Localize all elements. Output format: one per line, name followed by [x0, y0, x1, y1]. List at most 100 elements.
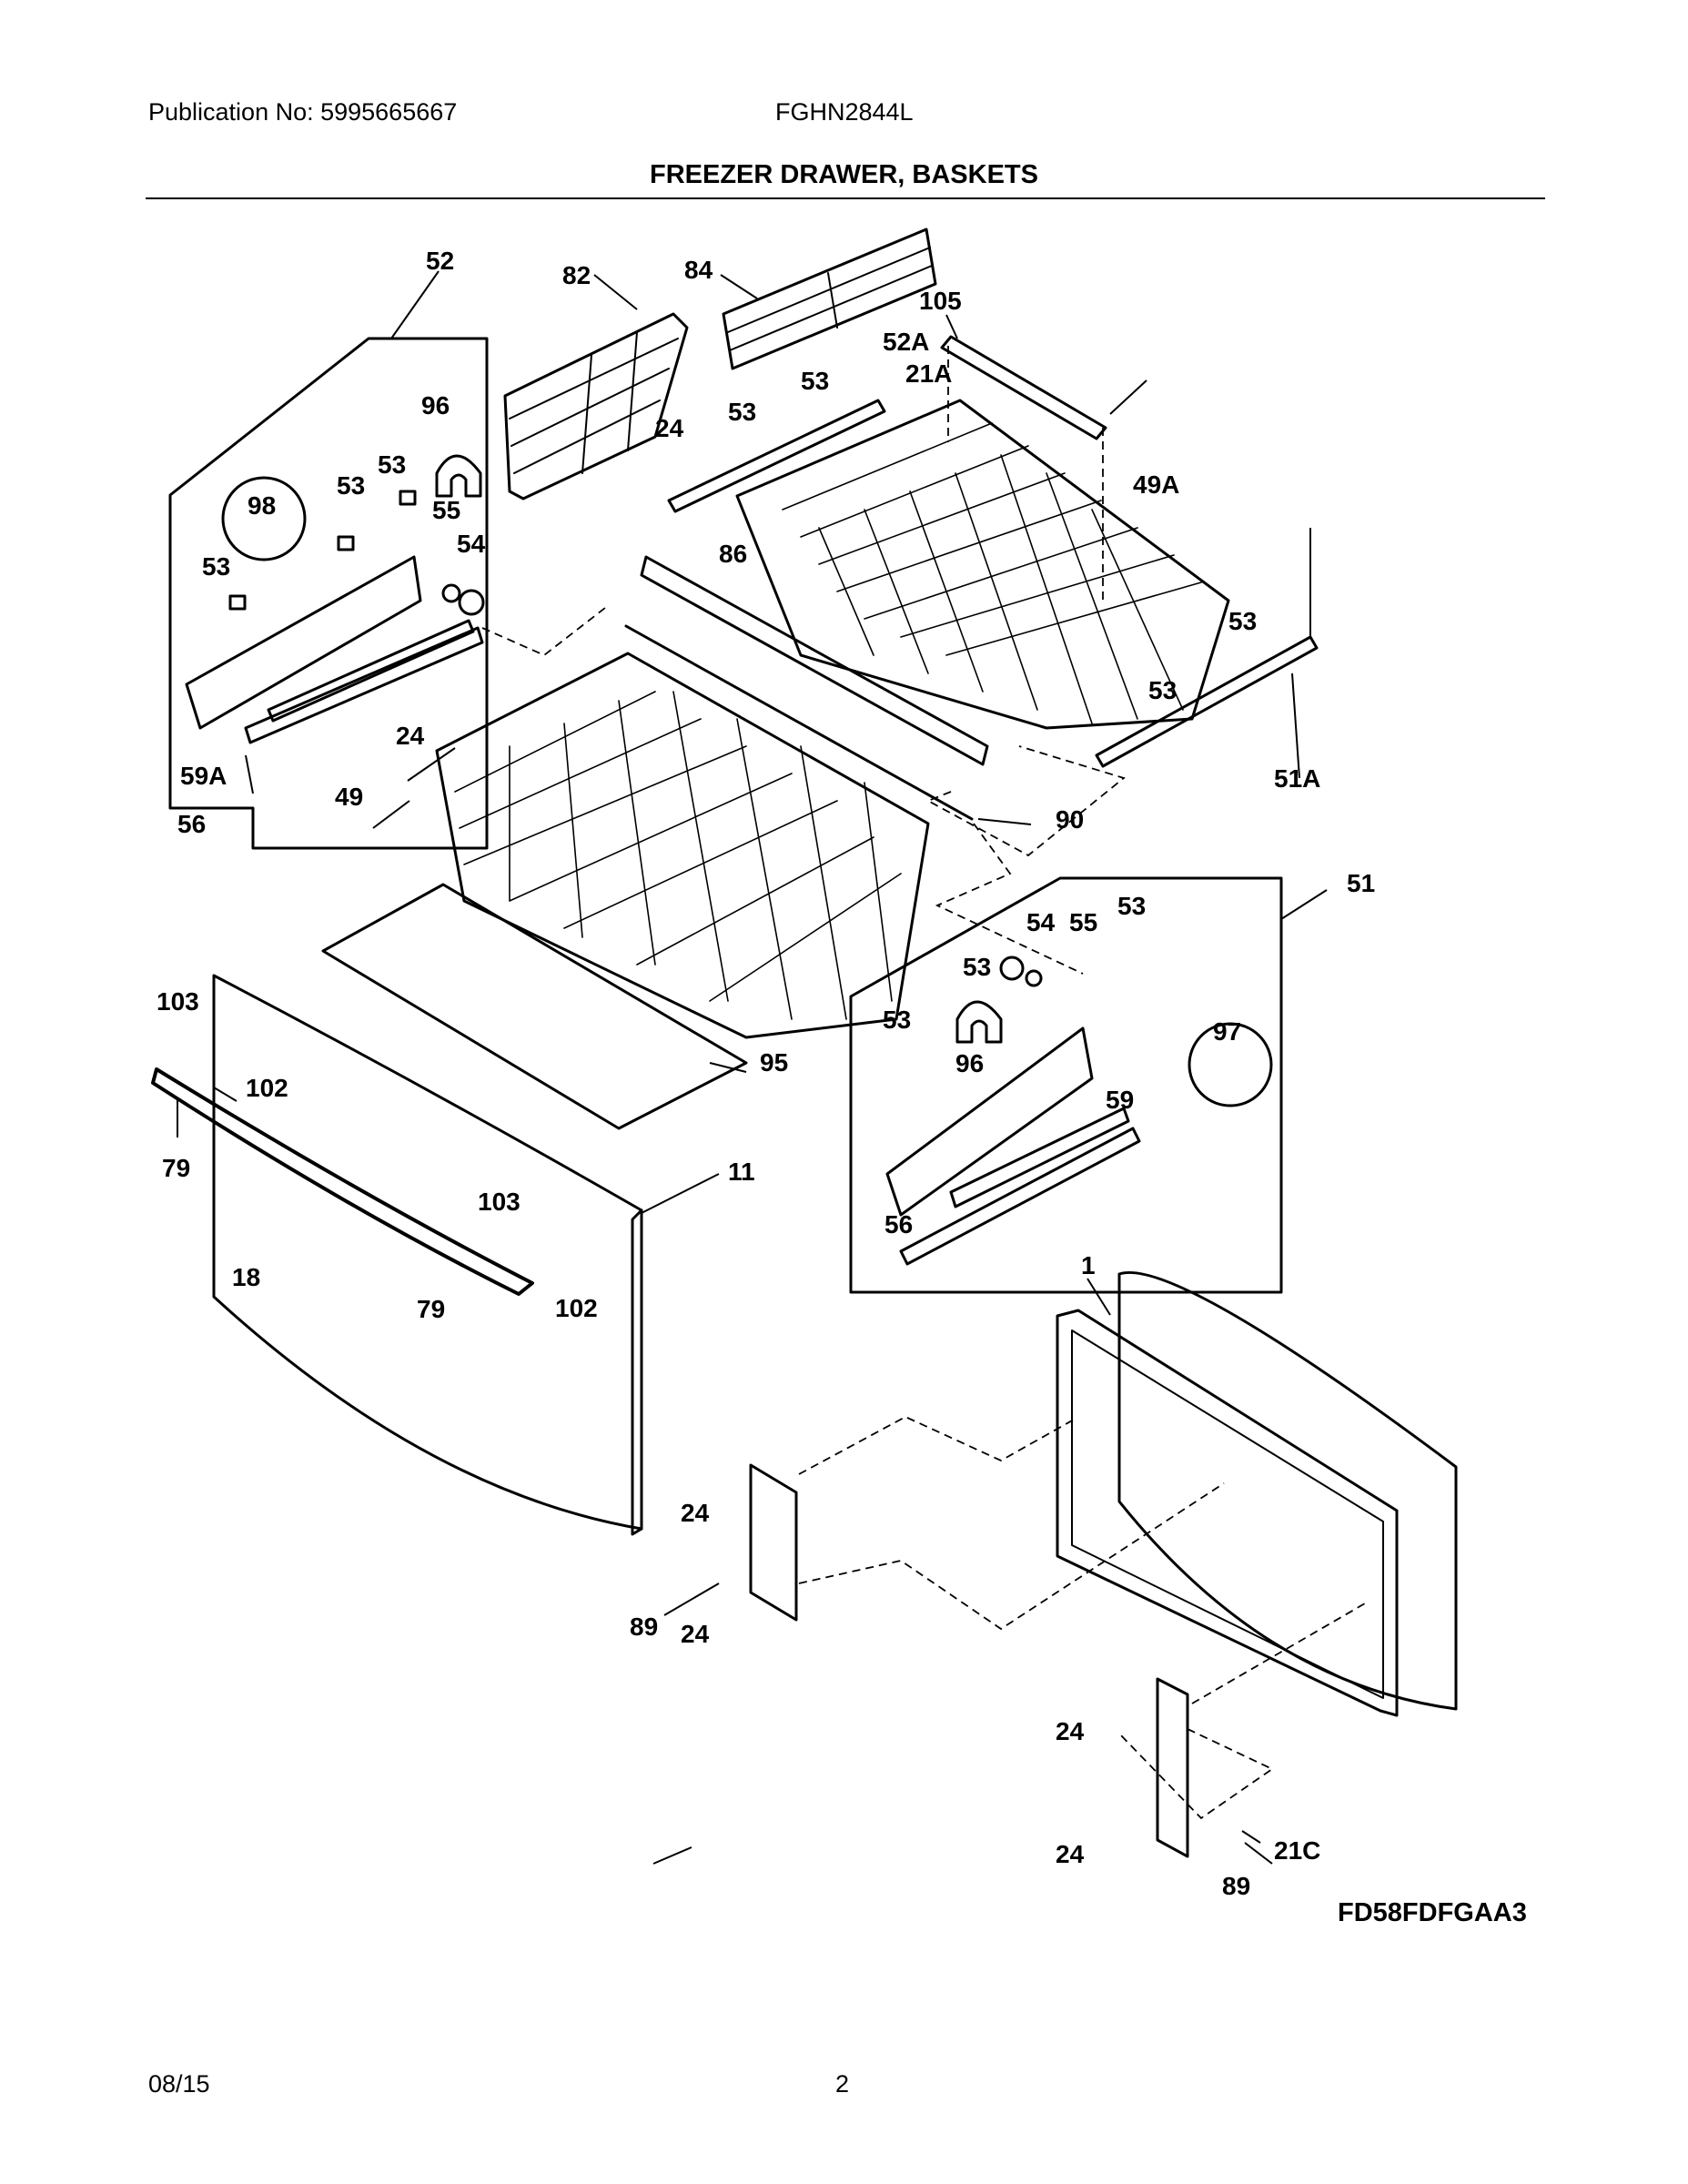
right-cam-96 — [955, 1000, 1003, 1044]
left-slide-rail-inner — [267, 619, 475, 723]
callout-24-c: 24 — [681, 1499, 710, 1527]
callout-59A: 59A — [180, 762, 227, 790]
left-gear-54 — [458, 589, 485, 616]
detail-98-circle — [221, 476, 307, 561]
title-rule — [146, 197, 1545, 199]
right-gear-54 — [999, 956, 1025, 981]
hinge-bracket-89-upper — [749, 1463, 798, 1622]
left-inset-frame — [168, 337, 489, 850]
callout-53-b: 53 — [728, 398, 756, 426]
door-gasket-1-inner — [1071, 1330, 1384, 1699]
callout-53-i: 53 — [963, 953, 991, 981]
door-frame — [1117, 1270, 1458, 1711]
left-cam-96 — [435, 454, 482, 498]
page-title: FREEZER DRAWER, BASKETS — [650, 160, 1038, 189]
callout-53-c: 53 — [378, 450, 406, 479]
callout-55-b: 55 — [1069, 908, 1097, 936]
callout-53-h: 53 — [1117, 892, 1146, 920]
callout-89-a: 89 — [630, 1613, 658, 1641]
callout-24-d: 24 — [681, 1620, 710, 1648]
callout-86: 86 — [719, 540, 747, 568]
callout-53-e: 53 — [202, 552, 230, 581]
callout-102-b: 102 — [555, 1294, 598, 1322]
left-clip-53a — [228, 594, 247, 611]
right-inset-frame — [849, 876, 1283, 1294]
handle-18 — [151, 1067, 534, 1296]
callout-79-b: 79 — [417, 1295, 445, 1323]
callout-97: 97 — [1213, 1017, 1241, 1046]
callout-55-a: 55 — [432, 496, 460, 524]
callout-53-j: 53 — [883, 1006, 911, 1034]
drawer-front-11-edge — [631, 1208, 643, 1536]
figure-code: FD58FDFGAA3 — [1338, 1898, 1527, 1927]
callout-21C: 21C — [1274, 1836, 1320, 1865]
rail-52A — [667, 399, 886, 513]
callout-11: 11 — [728, 1158, 755, 1186]
callout-103-b: 103 — [478, 1188, 521, 1216]
hinge-bracket-89-lower — [1156, 1677, 1189, 1858]
callout-54-b: 54 — [1026, 908, 1056, 936]
callout-24-e: 24 — [1056, 1717, 1085, 1745]
right-slide-rail — [949, 1107, 1130, 1208]
footer-date: 08/15 — [148, 2070, 210, 2098]
callout-82: 82 — [562, 261, 591, 289]
callout-96-b: 96 — [955, 1049, 984, 1077]
callout-18: 18 — [232, 1263, 260, 1291]
publication-number: Publication No: 5995665667 — [148, 98, 458, 126]
callout-103-a: 103 — [157, 987, 199, 1016]
callout-52A: 52A — [883, 328, 929, 356]
left-slide-rail — [244, 626, 484, 744]
callout-90: 90 — [1056, 805, 1084, 834]
callout-79-a: 79 — [162, 1154, 190, 1182]
callout-21A: 21A — [905, 359, 952, 388]
assembly-lines — [481, 346, 1366, 1820]
lower-basket-49-grid — [454, 691, 902, 1020]
right-bracket — [885, 1026, 1094, 1217]
callout-95: 95 — [760, 1048, 788, 1077]
drawer-front-11 — [212, 974, 643, 1531]
left-bracket — [185, 555, 422, 730]
callout-54-a: 54 — [457, 530, 486, 558]
callout-24-a: 24 — [655, 414, 684, 442]
callout-53-g: 53 — [1148, 676, 1177, 704]
callout-96-a: 96 — [421, 391, 450, 420]
upper-basket-49A-grid — [782, 422, 1202, 724]
callout-56-a: 56 — [177, 810, 206, 838]
callout-49A: 49A — [1133, 470, 1179, 499]
rod-90 — [624, 624, 974, 821]
callout-24-b: 24 — [396, 722, 425, 750]
divider-82 — [503, 312, 689, 500]
rail-105 — [940, 335, 1107, 440]
left-clip-53c — [399, 490, 417, 506]
callout-24-f: 24 — [1056, 1840, 1085, 1868]
callout-53-a: 53 — [801, 367, 829, 395]
front-bar-86 — [640, 555, 989, 766]
callout-59: 59 — [1106, 1086, 1134, 1114]
callout-52: 52 — [426, 247, 454, 275]
callout-53-f: 53 — [1228, 607, 1257, 635]
divider-84-grid — [727, 247, 933, 351]
callout-51: 51 — [1347, 869, 1375, 897]
right-gear-55 — [1025, 969, 1043, 987]
callout-56-b: 56 — [884, 1210, 913, 1239]
upper-basket-49A — [735, 399, 1230, 730]
glass-shelf-95 — [321, 883, 748, 1130]
callout-labels: 52 82 84 105 52A 21A 53 53 24 96 53 53 9… — [157, 247, 1375, 1900]
callout-1: 1 — [1081, 1251, 1096, 1279]
page-number: 2 — [835, 2070, 850, 2098]
callout-49: 49 — [335, 783, 363, 811]
left-gear-55 — [441, 583, 461, 603]
callout-105: 105 — [919, 287, 962, 315]
divider-82-grid — [509, 331, 679, 474]
lower-basket-49 — [435, 652, 930, 1039]
callout-84: 84 — [684, 256, 713, 284]
callout-53-d: 53 — [337, 471, 365, 500]
right-slide-51A — [1095, 635, 1319, 768]
leader-lines — [177, 270, 1328, 1865]
callout-51A: 51A — [1274, 764, 1320, 793]
callout-102-a: 102 — [246, 1074, 288, 1102]
model-number: FGHN2844L — [775, 98, 914, 126]
callout-89-b: 89 — [1222, 1872, 1250, 1900]
door-gasket-1 — [1056, 1309, 1399, 1717]
